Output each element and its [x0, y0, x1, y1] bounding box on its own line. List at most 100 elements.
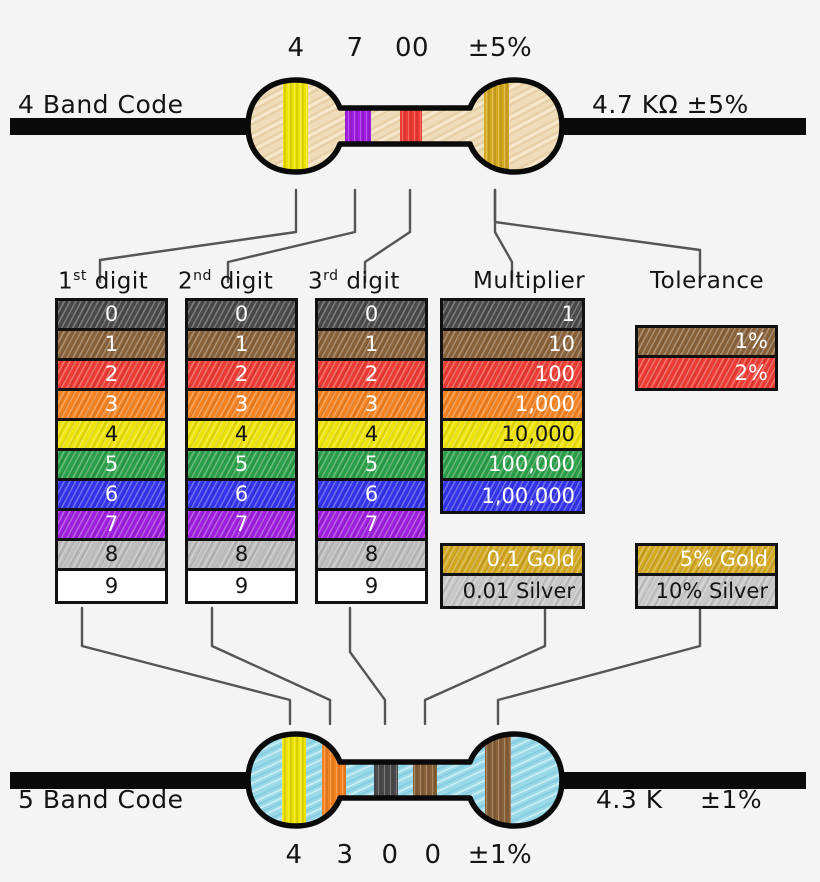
digit1-row[interactable]: 7 — [58, 511, 165, 541]
digit3-label: 5 — [364, 452, 379, 476]
multiplier-extra-row[interactable]: 0.01 Silver — [443, 576, 582, 606]
digit1-row[interactable]: 0 — [58, 301, 165, 331]
multiplier-row[interactable]: 100 — [443, 361, 582, 391]
digit2-label: 4 — [234, 422, 249, 446]
tolerance-row[interactable]: 1% — [638, 328, 775, 358]
digit3-label: 7 — [364, 512, 379, 536]
digit2-row[interactable]: 2 — [188, 361, 295, 391]
column-header-digit1: 1st digit — [58, 268, 148, 295]
digit1-label: 7 — [104, 512, 119, 536]
digit2-row[interactable]: 3 — [188, 391, 295, 421]
bottom-lead-right — [556, 772, 806, 789]
digit3-row[interactable]: 5 — [318, 451, 425, 481]
table-tolerance-extra: 5% Gold 10% Silver — [635, 543, 778, 609]
digit2-row[interactable]: 1 — [188, 331, 295, 361]
digit3-row[interactable]: 3 — [318, 391, 425, 421]
digit2-label: 3 — [234, 392, 249, 416]
column-header-tolerance: Tolerance — [650, 268, 765, 294]
digit3-row[interactable]: 0 — [318, 301, 425, 331]
header-main: digit — [219, 268, 274, 295]
tolerance-label: 1% — [734, 329, 768, 353]
bottom-band-label-5: ±1% — [467, 840, 533, 870]
top-resistor — [0, 58, 820, 194]
digit2-label: 0 — [234, 302, 249, 326]
bottom-band-label-4: 0 — [424, 840, 442, 870]
digit3-row[interactable]: 2 — [318, 361, 425, 391]
digit1-row[interactable]: 3 — [58, 391, 165, 421]
multiplier-row[interactable]: 1,00,000 — [443, 481, 582, 511]
digit3-row[interactable]: 1 — [318, 331, 425, 361]
bottom-resistor-caption-left: 5 Band Code — [18, 785, 184, 814]
digit3-row[interactable]: 8 — [318, 541, 425, 571]
multiplier-label: 10 — [548, 332, 575, 356]
column-header-digit2: 2nd digit — [178, 268, 273, 295]
digit1-label: 5 — [104, 452, 119, 476]
bottom-band-label-2: 3 — [336, 840, 354, 870]
multiplier-row[interactable]: 1,000 — [443, 391, 582, 421]
header-ordinal: 2 — [178, 268, 194, 295]
digit2-row[interactable]: 9 — [188, 571, 295, 601]
bottom-band-label-1: 4 — [285, 840, 303, 870]
top-resistor-body — [248, 80, 562, 172]
tolerance-extra-label: 10% Silver — [655, 578, 768, 603]
digit1-row[interactable]: 6 — [58, 481, 165, 511]
digit3-row[interactable]: 6 — [318, 481, 425, 511]
multiplier-label: 1,00,000 — [481, 483, 575, 508]
bottom-resistor-value: 4.3 K — [596, 785, 663, 814]
digit1-label: 0 — [104, 302, 119, 326]
bottom-resistor-tolerance: ±1% — [700, 785, 763, 814]
multiplier-extra-label: 0.01 Silver — [462, 578, 575, 603]
digit3-label: 0 — [364, 302, 379, 326]
multiplier-label: 1 — [561, 302, 575, 326]
digit1-label: 1 — [104, 332, 119, 356]
digit2-row[interactable]: 0 — [188, 301, 295, 331]
digit3-row[interactable]: 9 — [318, 571, 425, 601]
digit1-row[interactable]: 5 — [58, 451, 165, 481]
multiplier-row[interactable]: 100,000 — [443, 451, 582, 481]
digit2-label: 6 — [234, 482, 249, 506]
digit2-row[interactable]: 7 — [188, 511, 295, 541]
digit2-row[interactable]: 6 — [188, 481, 295, 511]
top-band-label-4: ±5% — [467, 33, 533, 63]
digit3-label: 1 — [364, 332, 379, 356]
tolerance-extra-label: 5% Gold — [679, 547, 768, 571]
header-suffix: nd — [193, 268, 212, 284]
digit3-label: 3 — [364, 392, 379, 416]
digit2-row[interactable]: 4 — [188, 421, 295, 451]
digit1-row[interactable]: 9 — [58, 571, 165, 601]
digit1-row[interactable]: 1 — [58, 331, 165, 361]
digit2-label: 8 — [234, 542, 249, 566]
digit2-row[interactable]: 5 — [188, 451, 295, 481]
top-band-label-2: 7 — [346, 33, 364, 63]
multiplier-label: 1,000 — [514, 392, 575, 416]
digit1-row[interactable]: 2 — [58, 361, 165, 391]
digit3-row[interactable]: 7 — [318, 511, 425, 541]
header-suffix: rd — [323, 268, 339, 284]
tolerance-extra-row[interactable]: 10% Silver — [638, 576, 775, 606]
tolerance-extra-row[interactable]: 5% Gold — [638, 546, 775, 576]
multiplier-row[interactable]: 10 — [443, 331, 582, 361]
multiplier-row[interactable]: 10,000 — [443, 421, 582, 451]
digit2-row[interactable]: 8 — [188, 541, 295, 571]
digit1-label: 3 — [104, 392, 119, 416]
multiplier-extra-row[interactable]: 0.1 Gold — [443, 546, 582, 576]
top-lead-left — [10, 118, 255, 135]
multiplier-row[interactable]: 1 — [443, 301, 582, 331]
digit3-label: 6 — [364, 482, 379, 506]
digit3-label: 2 — [364, 362, 379, 386]
digit1-row[interactable]: 8 — [58, 541, 165, 571]
digit2-label: 1 — [234, 332, 249, 356]
digit1-label: 8 — [104, 542, 119, 566]
tolerance-row[interactable]: 2% — [638, 358, 775, 388]
column-header-digit3: 3rd digit — [308, 268, 400, 295]
top-band-label-1: 4 — [287, 33, 305, 63]
header-main: digit — [346, 268, 400, 295]
digit3-row[interactable]: 4 — [318, 421, 425, 451]
digit1-row[interactable]: 4 — [58, 421, 165, 451]
digit3-label: 4 — [364, 422, 379, 446]
digit1-label: 9 — [104, 573, 119, 598]
